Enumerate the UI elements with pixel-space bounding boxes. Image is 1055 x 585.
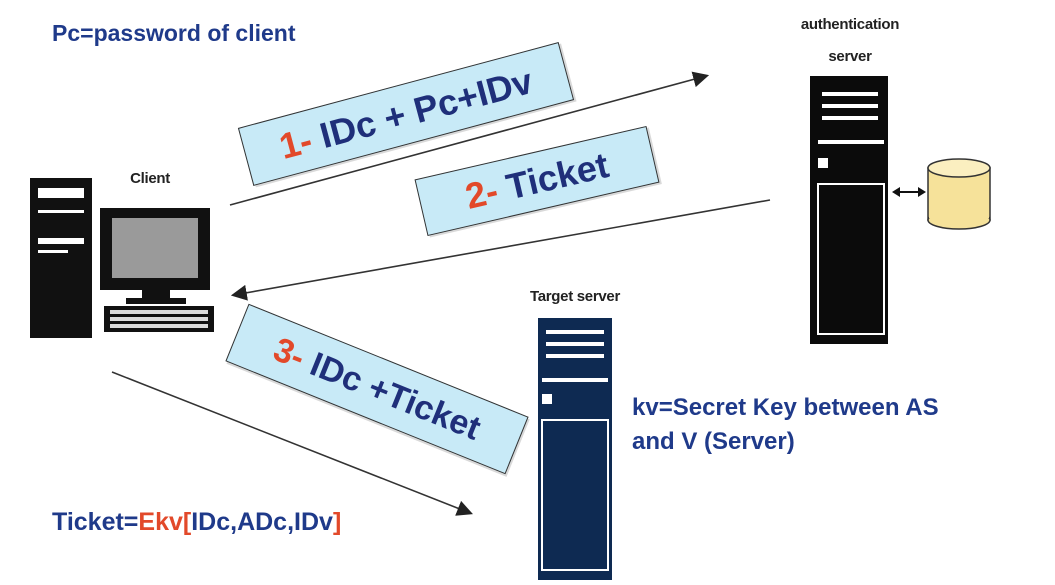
ticket-ekv: Ekv	[138, 508, 183, 536]
secret-key-definition-line2: and V (Server)	[632, 428, 795, 455]
ticket-prefix: Ticket=	[52, 508, 139, 536]
client-computer-icon	[30, 178, 214, 338]
auth-server-label-line1: authentication	[800, 16, 900, 33]
client-label: Client	[130, 170, 170, 187]
arrow-request-to-auth	[229, 71, 710, 206]
password-definition: Pc=password of client	[52, 20, 296, 46]
auth-server-label-line2: server	[828, 48, 872, 65]
authentication-server-icon	[810, 76, 888, 344]
ticket-bracket-open: [	[182, 508, 192, 536]
ticket-definition: Ticket=Ekv[IDc,ADc,IDv]	[52, 508, 341, 537]
secret-key-definition-line1: kv=Secret Key between AS	[632, 394, 939, 421]
ticket-bracket-close: ]	[332, 508, 342, 536]
arrow-client-to-target	[111, 371, 473, 516]
target-server-icon	[538, 318, 612, 580]
arrow-ticket-to-client	[230, 199, 771, 301]
double-arrow-icon	[892, 187, 926, 197]
database-icon	[927, 158, 991, 230]
ticket-inner: IDc,ADc,IDv	[191, 508, 333, 536]
target-server-label: Target server	[529, 288, 621, 305]
